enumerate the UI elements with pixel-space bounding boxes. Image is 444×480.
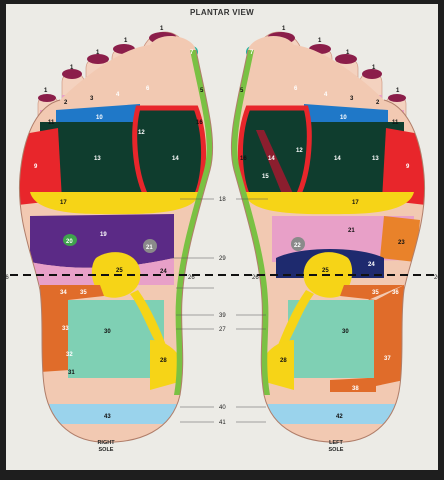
left-label-15: 15 [262, 174, 269, 180]
chart-title: PLANTAR VIEW [0, 8, 444, 17]
right-label-25: 25 [116, 268, 123, 274]
left-label-35: 35 [372, 290, 379, 296]
left-label-13: 13 [372, 156, 379, 162]
right-label-31: 31 [68, 370, 75, 376]
right-sole-line2: SOLE [86, 447, 126, 454]
right-label-28: 28 [160, 358, 167, 364]
left-label-38: 38 [352, 386, 359, 392]
right-label-13: 13 [94, 156, 101, 162]
center-label-26c: 26 [2, 275, 9, 281]
right-label-35: 35 [80, 290, 87, 296]
left-label-42: 42 [336, 414, 343, 420]
left-label-23: 23 [398, 240, 405, 246]
center-label-40: 40 [219, 405, 226, 411]
center-label-26b: 26 [252, 275, 259, 281]
right-label-16: 16 [196, 120, 203, 126]
right-label-17: 17 [60, 200, 67, 206]
left-sole-label: LEFT SOLE [316, 440, 356, 454]
right-label-20: 20 [66, 239, 73, 245]
left-toe-5-tip [388, 94, 406, 102]
right-sole-line1: RIGHT [86, 440, 126, 447]
left-sole-line2: SOLE [316, 447, 356, 454]
left-label-11: 11 [392, 120, 399, 126]
left-label-14b: 14 [334, 156, 341, 162]
left-label-25: 25 [322, 268, 329, 274]
center-label-18: 18 [219, 197, 226, 203]
left-sole-line1: LEFT [316, 440, 356, 447]
left-label-14a: 14 [268, 156, 275, 162]
left-label-16: 16 [240, 156, 247, 162]
left-label-22: 22 [294, 243, 301, 249]
right-label-14: 14 [172, 156, 179, 162]
right-label-21: 21 [146, 245, 153, 251]
right-toe-5-tip [38, 94, 56, 102]
right-label-19: 19 [100, 232, 107, 238]
left-label-21: 21 [348, 228, 355, 234]
center-label-39: 39 [219, 313, 226, 319]
center-label-26a: 26 [188, 275, 195, 281]
right-label-33: 33 [62, 326, 69, 332]
left-label-24: 24 [368, 262, 375, 268]
center-label-27: 27 [219, 327, 226, 333]
right-label-12: 12 [138, 130, 145, 136]
left-label-30: 30 [342, 329, 349, 335]
right-zone-14 [135, 108, 204, 196]
center-label-41: 41 [219, 420, 226, 426]
left-label-37: 37 [384, 356, 391, 362]
left-label-36: 36 [392, 290, 399, 296]
left-label-17: 17 [352, 200, 359, 206]
right-label-11: 11 [48, 120, 55, 126]
left-label-28: 28 [280, 358, 287, 364]
left-label-12: 12 [296, 148, 303, 154]
right-label-43: 43 [104, 414, 111, 420]
right-sole-label: RIGHT SOLE [86, 440, 126, 454]
right-label-32: 32 [66, 352, 73, 358]
left-label-10: 10 [340, 115, 347, 121]
right-label-34: 34 [60, 290, 67, 296]
right-label-10: 10 [96, 115, 103, 121]
right-label-30: 30 [104, 329, 111, 335]
center-label-26d: 26 [434, 275, 441, 281]
center-label-29: 29 [219, 256, 226, 262]
